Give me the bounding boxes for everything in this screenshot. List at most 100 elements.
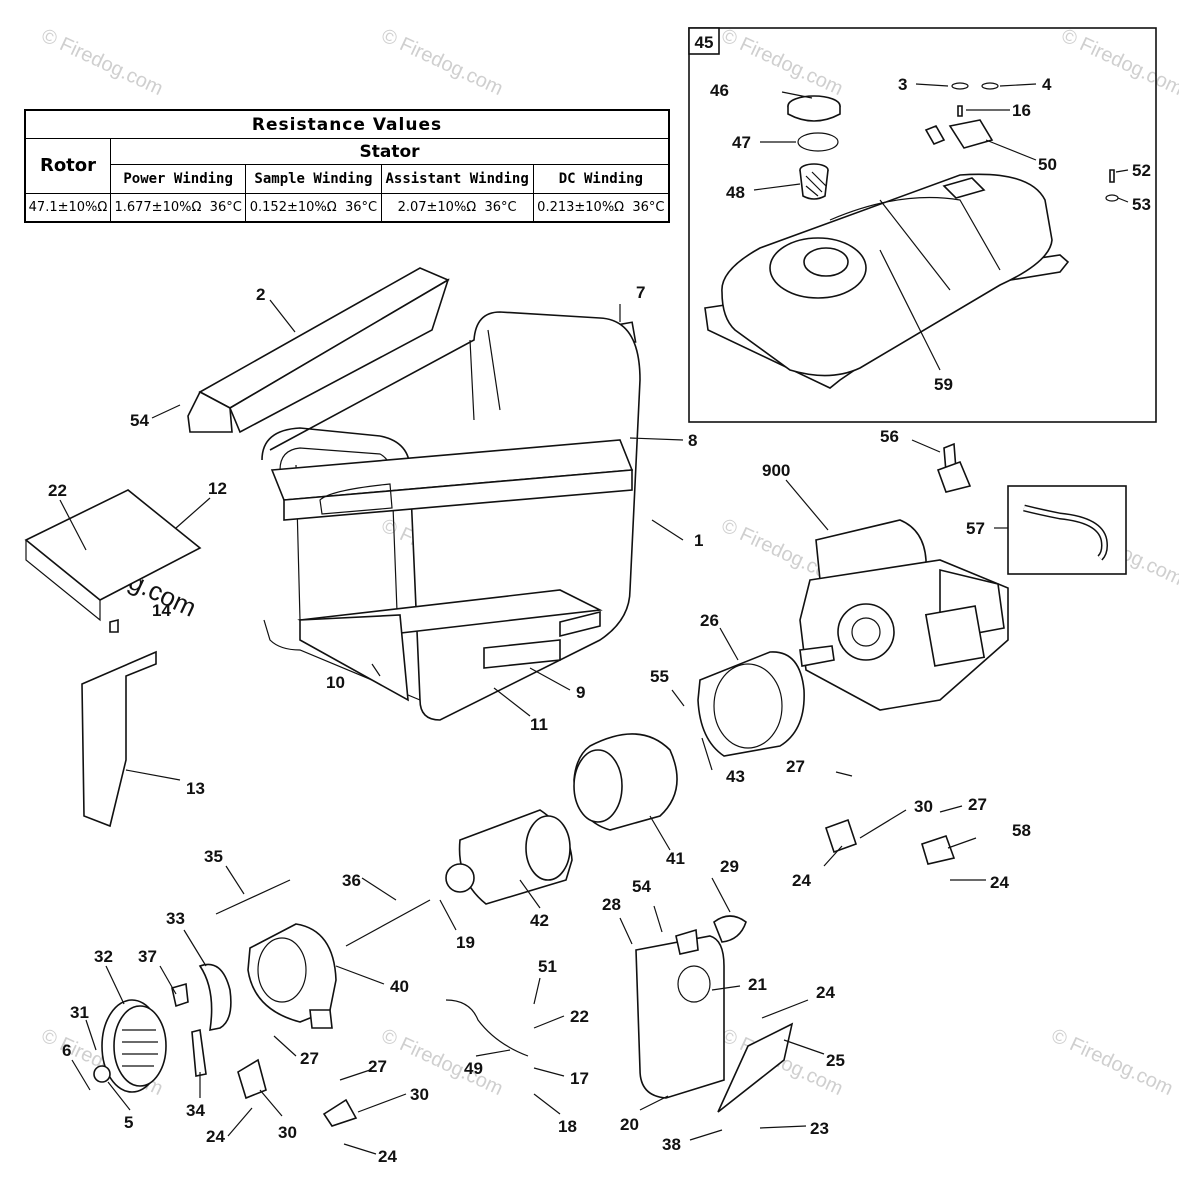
callout-27: 27 xyxy=(786,757,805,776)
inset-label-box xyxy=(688,27,720,55)
heat-shield-25 xyxy=(717,1022,794,1113)
leader-lines xyxy=(59,83,1129,1155)
resistance-values-table: Resistance Values Rotor Stator Power Win… xyxy=(24,109,670,223)
callout-3: 3 xyxy=(898,75,907,94)
callout-55: 55 xyxy=(650,667,669,686)
callout-42: 42 xyxy=(530,911,549,930)
panel-12 xyxy=(24,489,202,622)
callout-26: 26 xyxy=(700,611,719,630)
stator-header: Stator xyxy=(110,138,670,166)
watermark: © Firedog.com xyxy=(38,1025,166,1100)
label-7 xyxy=(609,321,637,347)
mount-30 xyxy=(237,1058,267,1100)
callout-47: 47 xyxy=(732,133,751,152)
washer-3 xyxy=(951,82,969,90)
rotor-header: Rotor xyxy=(24,138,111,194)
callout-32: 32 xyxy=(94,947,113,966)
callout-52: 52 xyxy=(1132,161,1151,180)
callout-54: 54 xyxy=(130,411,149,430)
callout-24: 24 xyxy=(792,871,811,890)
callout-23: 23 xyxy=(810,1119,829,1138)
callout-30: 30 xyxy=(410,1085,429,1104)
fuel-cap xyxy=(787,95,841,122)
mount-30 xyxy=(824,818,858,854)
generator-frame xyxy=(261,311,641,721)
mount-58 xyxy=(921,834,956,865)
callout-54: 54 xyxy=(632,877,651,896)
engine xyxy=(799,519,1009,711)
mount-30 xyxy=(322,1098,358,1127)
screw-16 xyxy=(957,105,963,117)
watermark: © Firedog.com xyxy=(718,25,846,100)
callout-40: 40 xyxy=(390,977,409,996)
callout-25: 25 xyxy=(826,1051,845,1070)
bracket-13 xyxy=(81,650,157,828)
callout-33: 33 xyxy=(166,909,185,928)
callout-57: 57 xyxy=(966,519,985,538)
rotor-value: 47.1±10%Ω xyxy=(24,192,111,223)
callout-2: 2 xyxy=(256,285,265,304)
fuel-tank-inset-box xyxy=(688,27,1157,423)
callout-11: 11 xyxy=(530,715,548,734)
fuel-gauge xyxy=(924,119,994,149)
callout-51: 51 xyxy=(538,957,557,976)
callout-46: 46 xyxy=(710,81,729,100)
connector-37 xyxy=(171,982,189,1008)
callout-58: 58 xyxy=(1012,821,1031,840)
watermark: © Firedog.com xyxy=(1058,25,1179,100)
rotor xyxy=(445,809,573,905)
callout-59: 59 xyxy=(934,375,953,394)
callout-24: 24 xyxy=(378,1147,397,1166)
watermark-large: © Firedog.com xyxy=(33,523,201,622)
table-title: Resistance Values xyxy=(24,109,670,140)
watermark: © Firedog.com xyxy=(1048,1025,1176,1100)
callout-36: 36 xyxy=(342,871,361,890)
washer-4 xyxy=(981,82,999,90)
muffler xyxy=(635,928,725,1099)
callout-20: 20 xyxy=(620,1115,639,1134)
callout-34: 34 xyxy=(186,1101,205,1120)
callout-27: 27 xyxy=(368,1057,387,1076)
stator xyxy=(573,733,678,831)
bolt-14 xyxy=(109,618,119,633)
watermark: © Firedog.com xyxy=(378,515,506,590)
end-cover xyxy=(101,999,167,1093)
fuel-valve xyxy=(936,442,972,493)
callout-27: 27 xyxy=(300,1049,319,1068)
frame-panel xyxy=(187,267,450,434)
callout-9: 9 xyxy=(576,683,585,702)
fuel-line-inset xyxy=(1007,485,1127,575)
callout-6: 6 xyxy=(62,1041,71,1060)
watermark: © Firedog.com xyxy=(38,25,166,100)
callout-24: 24 xyxy=(816,983,835,1002)
sample-winding-value: 0.152±10%Ω 36°C xyxy=(245,192,382,223)
brush-cover-33 xyxy=(198,963,232,1032)
washer-53 xyxy=(1105,194,1119,202)
column-dc-winding: DC Winding xyxy=(532,164,670,194)
bolt-52 xyxy=(1109,169,1115,183)
watermark: © Firedog.com xyxy=(378,1025,506,1100)
gasket-29 xyxy=(713,915,747,943)
callout-17: 17 xyxy=(570,1069,589,1088)
callout-30: 30 xyxy=(278,1123,297,1142)
watermark: © Firedog.com xyxy=(718,1025,846,1100)
callout-900: 900 xyxy=(762,461,790,480)
callout-13: 13 xyxy=(186,779,205,798)
callout-37: 37 xyxy=(138,947,157,966)
column-power-winding: Power Winding xyxy=(109,164,247,194)
callout-18: 18 xyxy=(558,1117,577,1136)
callout-43: 43 xyxy=(726,767,745,786)
cap-gasket xyxy=(797,132,839,152)
callout-10: 10 xyxy=(326,673,345,692)
assistant-winding-value: 2.07±10%Ω 36°C xyxy=(380,192,534,223)
ground-wire-49 xyxy=(445,999,529,1057)
fuel-strainer xyxy=(799,163,829,200)
through-bolt-36 xyxy=(345,899,431,947)
callout-29: 29 xyxy=(720,857,739,876)
callout-35: 35 xyxy=(204,847,223,866)
callout-5: 5 xyxy=(124,1113,133,1132)
column-assistant-winding: Assistant Winding xyxy=(380,164,534,194)
callout-24: 24 xyxy=(206,1127,225,1146)
brush-holder-34 xyxy=(191,1029,207,1077)
